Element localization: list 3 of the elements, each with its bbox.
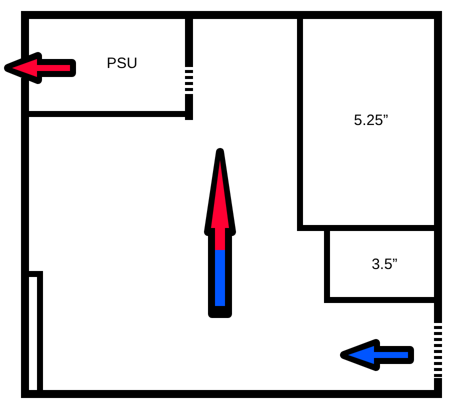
bay-label: 3.5” [372, 256, 398, 272]
bay-label: PSU [106, 54, 138, 72]
bay-label: 5.25” [354, 112, 388, 128]
